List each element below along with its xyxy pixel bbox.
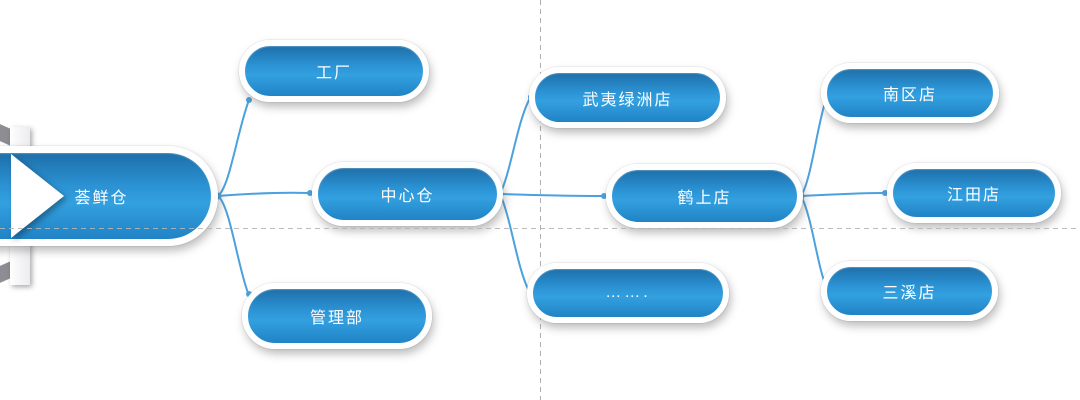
edge-central-heshang bbox=[499, 193, 603, 197]
node-central-warehouse[interactable]: 中心仓 bbox=[312, 162, 503, 226]
node-wuyi-lvzhou-store[interactable]: 武夷绿洲店 bbox=[529, 67, 726, 128]
node-more-ellipsis[interactable]: ……. bbox=[527, 263, 729, 323]
arrow-right-icon bbox=[11, 154, 64, 238]
edge-heshang-jiangtian bbox=[800, 192, 884, 197]
edge-heshang-sanxi bbox=[800, 195, 828, 290]
node-sanxi-store[interactable]: 三溪店 bbox=[821, 261, 998, 321]
node-nanqu-store[interactable]: 南区店 bbox=[821, 63, 999, 123]
edge-root-factory bbox=[217, 99, 250, 197]
edge-central-more bbox=[499, 193, 530, 292]
end-dot bbox=[246, 97, 252, 103]
edge-root-central bbox=[217, 191, 310, 197]
edge-central-wuyi bbox=[499, 97, 531, 195]
edge-heshang-nanqu bbox=[800, 95, 828, 197]
node-heshang-store[interactable]: 鹤上店 bbox=[606, 164, 803, 228]
vertical-guide-line bbox=[540, 0, 541, 400]
node-jiangtian-store[interactable]: 江田店 bbox=[887, 163, 1061, 223]
edge-root-admin bbox=[217, 195, 249, 294]
node-factory[interactable]: 工厂 bbox=[239, 40, 429, 102]
node-admin-dept[interactable]: 管理部 bbox=[242, 283, 432, 349]
